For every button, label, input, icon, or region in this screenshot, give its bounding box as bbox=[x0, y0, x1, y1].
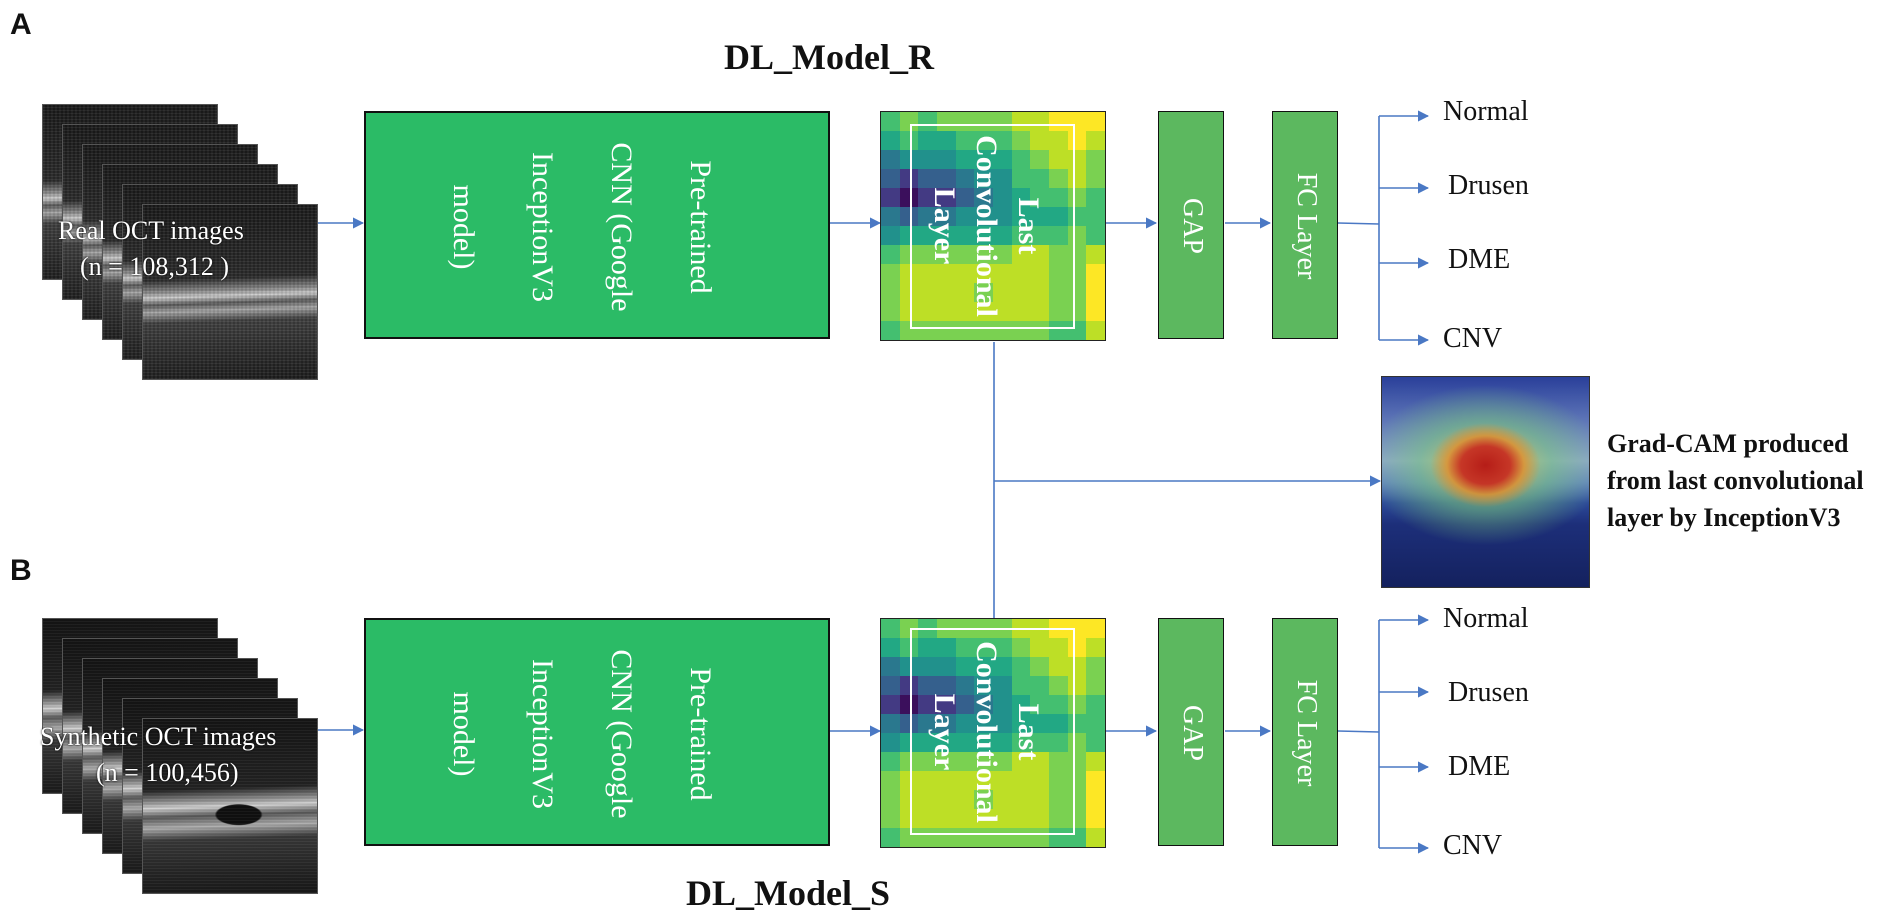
conv-heatmap-s bbox=[880, 618, 1106, 848]
conv-r-line1: Last bbox=[1012, 197, 1045, 255]
conv-heatmap-r bbox=[880, 111, 1106, 341]
cnn-s-line3: InceptionV3 bbox=[526, 659, 559, 809]
conv-frame-s bbox=[910, 628, 1075, 835]
conv-s-line3: Layer bbox=[928, 693, 961, 771]
real-oct-caption-line1: Real OCT images bbox=[58, 216, 244, 245]
gradcam-caption-line3: layer by InceptionV3 bbox=[1607, 503, 1841, 532]
output-s-dme: DME bbox=[1448, 751, 1511, 782]
fc-box-r: FC Layer bbox=[1272, 111, 1338, 339]
cnn-s-line4: model) bbox=[447, 691, 480, 777]
gap-box-r: GAP bbox=[1158, 111, 1224, 339]
output-r-cnv: CNV bbox=[1443, 323, 1503, 354]
conv-r-line3: Layer bbox=[928, 187, 961, 265]
model-r-title: DL_Model_R bbox=[724, 37, 934, 77]
conv-s-line1: Last bbox=[1012, 703, 1045, 761]
cnn-box-s: Pre-trained CNN (Google InceptionV3 mode… bbox=[364, 618, 830, 846]
cnn-r-line2: CNN (Google bbox=[605, 142, 638, 312]
gradcam-image bbox=[1381, 376, 1590, 588]
output-r-drusen: Drusen bbox=[1448, 170, 1529, 201]
output-s-normal: Normal bbox=[1443, 603, 1529, 634]
cnn-box-r: Pre-trained CNN (Google InceptionV3 mode… bbox=[364, 111, 830, 339]
synthetic-oct-caption-line1: Synthetic OCT images bbox=[40, 722, 277, 751]
panel-label-b: B bbox=[10, 554, 32, 587]
output-s-drusen: Drusen bbox=[1448, 677, 1529, 708]
cnn-r-line1: Pre-trained bbox=[684, 160, 717, 294]
line-s-fc-to-branch bbox=[1337, 730, 1380, 733]
fc-box-s: FC Layer bbox=[1272, 618, 1338, 846]
output-s-cnv: CNV bbox=[1443, 830, 1503, 861]
cnn-r-line3: InceptionV3 bbox=[526, 152, 559, 302]
cnn-r-line4: model) bbox=[447, 184, 480, 270]
fc-r-label: FC Layer bbox=[1291, 172, 1322, 280]
output-r-normal: Normal bbox=[1443, 96, 1529, 127]
model-s-title: DL_Model_S bbox=[686, 873, 891, 913]
gap-s-label: GAP bbox=[1177, 704, 1208, 762]
conv-r-line2: Convolutional bbox=[970, 135, 1003, 317]
cnn-s-line1: Pre-trained bbox=[684, 667, 717, 801]
gap-box-s: GAP bbox=[1158, 618, 1224, 846]
output-r-dme: DME bbox=[1448, 244, 1511, 275]
synthetic-oct-caption-line2: (n = 100,456) bbox=[96, 758, 239, 787]
oct-image bbox=[142, 718, 318, 894]
conv-s-line2: Convolutional bbox=[970, 641, 1003, 823]
real-oct-caption-line2: (n = 108,312 ) bbox=[80, 252, 229, 281]
gradcam-caption-line1: Grad-CAM produced bbox=[1607, 429, 1849, 458]
panel-label-a: A bbox=[10, 8, 32, 41]
gradcam-caption-line2: from last convolutional bbox=[1607, 466, 1864, 495]
fc-s-label: FC Layer bbox=[1291, 679, 1322, 787]
line-r-fc-to-branch bbox=[1337, 222, 1380, 225]
oct-image bbox=[142, 204, 318, 380]
conv-frame-r bbox=[910, 124, 1075, 329]
cnn-s-line2: CNN (Google bbox=[605, 649, 638, 819]
gap-r-label: GAP bbox=[1177, 197, 1208, 255]
